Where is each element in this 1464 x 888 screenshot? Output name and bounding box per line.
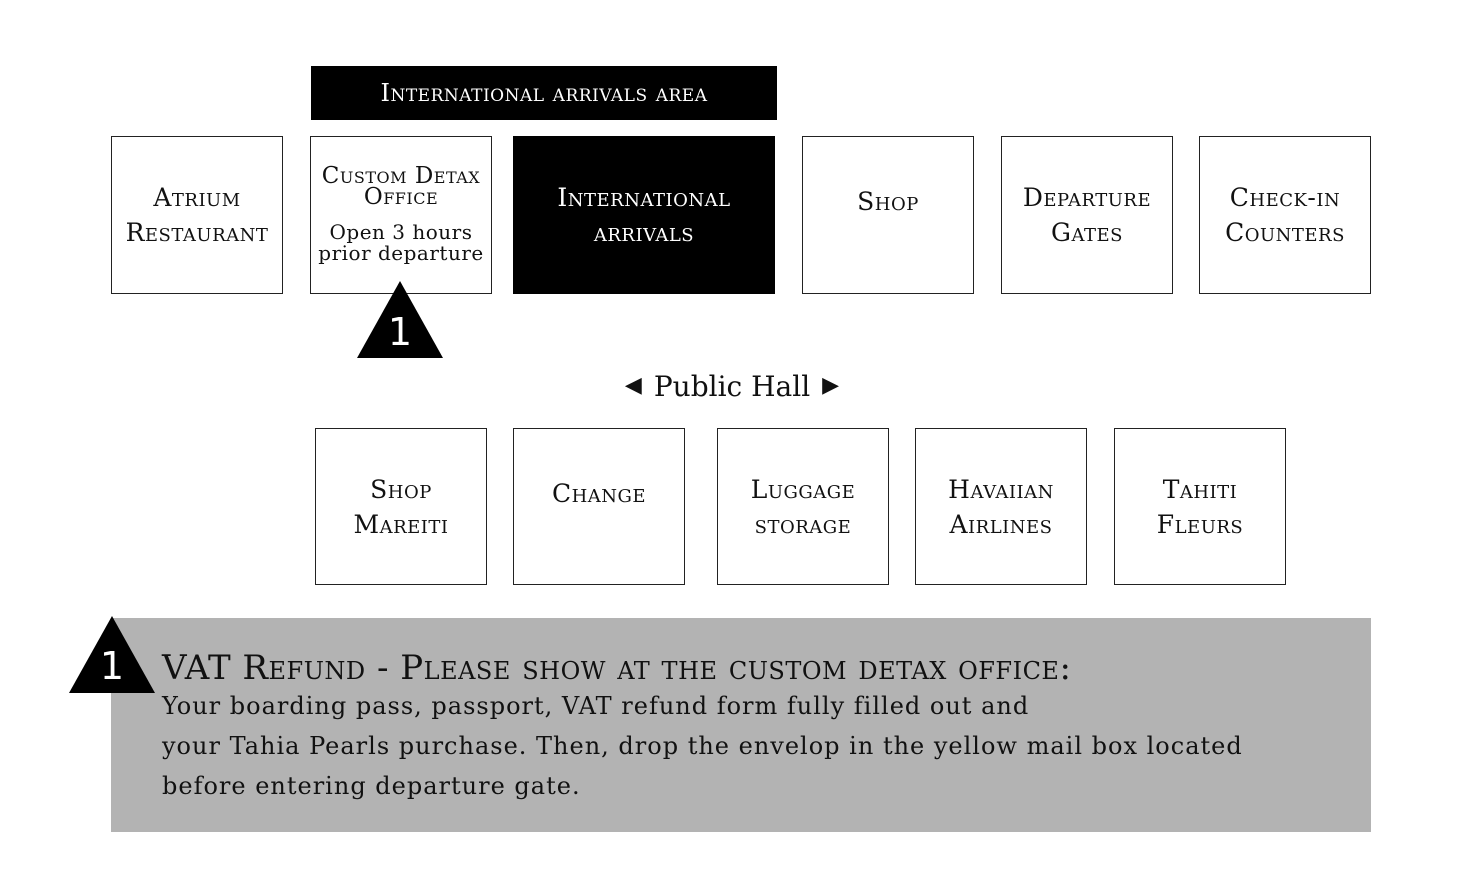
luggage-storage-box: Luggage storage [717,428,889,585]
havaiian-line1: Havaiian [948,474,1054,504]
tahiti-fleurs-box: Tahiti Fleurs [1114,428,1286,585]
banner-label: International arrivals area [380,79,708,107]
custom-detax-office-box: Custom Detax Office Open 3 hours prior d… [310,136,492,294]
tahiti-line1: Tahiti [1162,474,1238,504]
notice-body-line3: before entering departure gate. [162,772,581,800]
shop-mareiti-line2: Mareiti [353,509,449,539]
intl-arrivals-line2: arrivals [593,218,695,247]
notice-body-line1: Your boarding pass, passport, VAT refund… [162,692,1030,720]
detax-note-line1: Open 3 hours [329,220,473,244]
detax-title-line2: Office [363,184,439,210]
vat-refund-notice: VAT Refund - Please show at the custom d… [111,618,1371,832]
international-arrivals-box: International arrivals [513,136,775,294]
shop-box: Shop [802,136,974,294]
shop-label: Shop [857,187,919,216]
departure-gates-box: Departure Gates [1001,136,1173,294]
atrium-restaurant-box: Atrium Restaurant [111,136,283,294]
detax-note-line2: prior departure [318,241,484,265]
havaiian-line2: Airlines [949,509,1053,539]
public-hall-label: ◀ Public Hall ▶ [560,366,904,406]
detax-marker-number: 1 [387,310,413,354]
checkin-line2: Counters [1225,218,1345,247]
check-in-counters-box: Check-in Counters [1199,136,1371,294]
change-label: Change [551,479,647,508]
detax-title-line1: Custom Detax [321,163,481,189]
detax-marker-triangle-icon [357,281,443,358]
notice-marker-triangle-icon [69,616,155,693]
shop-mareiti-box: Shop Mareiti [315,428,487,585]
atrium-line1: Atrium [153,183,241,212]
luggage-line1: Luggage [750,474,856,504]
change-box: Change [513,428,685,585]
checkin-line1: Check-in [1229,183,1341,212]
atrium-line2: Restaurant [125,218,269,247]
havaiian-airlines-box: Havaiian Airlines [915,428,1087,585]
notice-title: VAT Refund - Please show at the custom d… [162,648,1072,688]
shop-mareiti-line1: Shop [370,474,432,504]
notice-marker-number: 1 [99,644,125,688]
intl-arrivals-line1: International [557,183,731,212]
tahiti-line2: Fleurs [1156,509,1244,539]
left-arrow-icon: ◀ [624,373,642,398]
departure-gates-line1: Departure [1022,183,1152,212]
public-hall-text: Public Hall [653,369,811,403]
international-arrivals-area-banner: International arrivals area [311,66,777,120]
departure-gates-line2: Gates [1051,218,1123,247]
notice-body-line2: your Tahia Pearls purchase. Then, drop t… [162,732,1243,760]
luggage-line2: storage [754,509,852,539]
right-arrow-icon: ▶ [822,373,840,398]
